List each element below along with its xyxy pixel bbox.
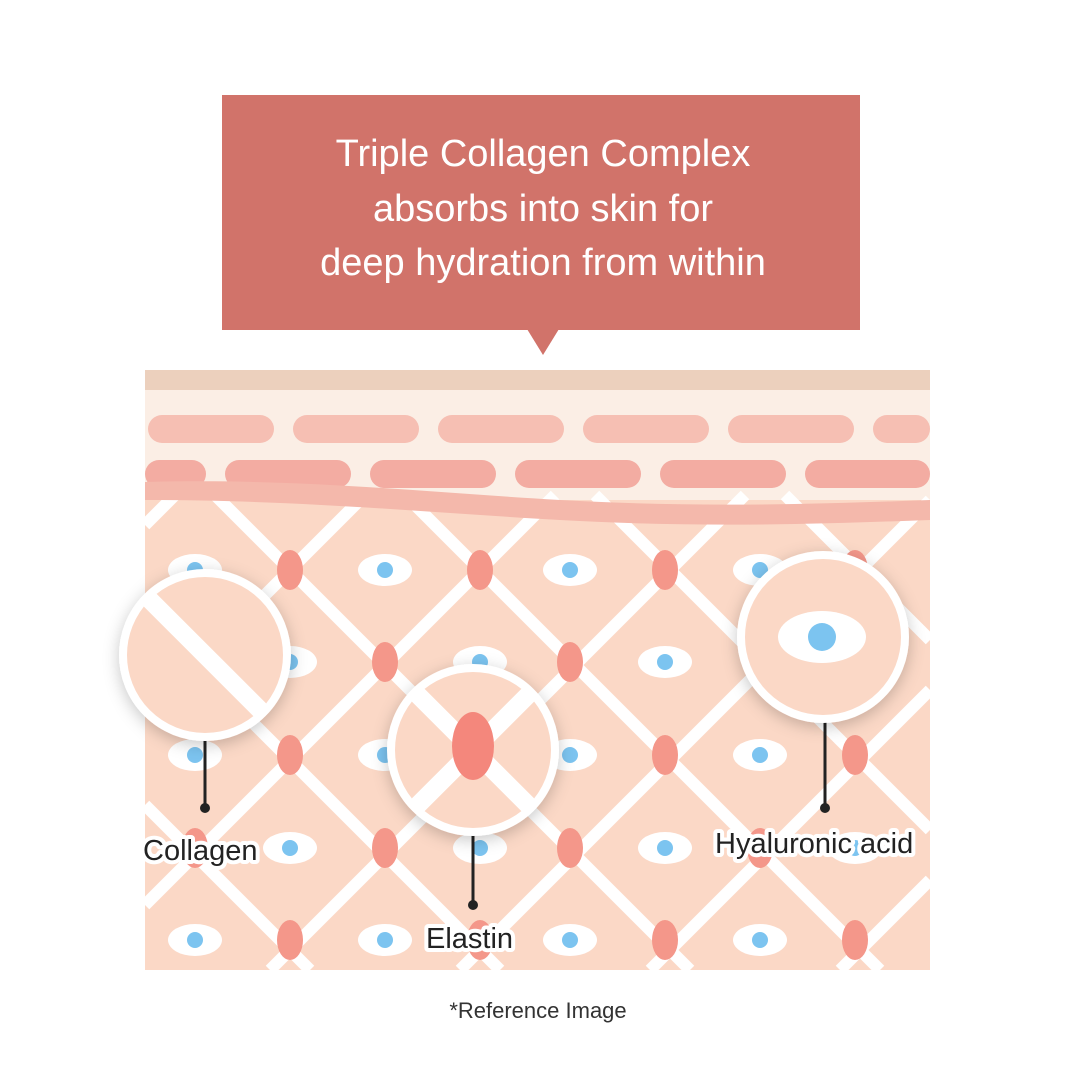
banner-line-2: absorbs into skin for [373,188,713,230]
cell-nucleus [562,932,578,948]
cell-nucleus [752,932,768,948]
elastin-node [277,920,303,960]
cell-nucleus [377,562,393,578]
elastin-node [652,735,678,775]
epidermis-cell [583,415,709,443]
pointer-dot [200,803,210,813]
cell-nucleus [187,747,203,763]
cell-nucleus [657,654,673,670]
elastin-magnifier [387,664,559,910]
cell-nucleus [187,932,203,948]
cell-nucleus [847,840,863,856]
elastin-node [557,828,583,868]
label-collagen: Collagen [143,835,257,867]
basement-membrane [145,481,930,525]
collagen-fiber [645,685,930,970]
hyaluronic-magnifier [737,551,909,813]
elastin-node [467,550,493,590]
cell-nucleus [657,840,673,856]
cell-nucleus [472,840,488,856]
label-hyaluronic-acid: Hyaluronic acid [715,828,913,860]
cell-nucleus [752,747,768,763]
elastin-node [182,828,208,868]
elastin-node [277,550,303,590]
cell-nucleus [562,562,578,578]
epidermis-cell [515,460,641,488]
pointer-dot [468,900,478,910]
elastin-node [557,642,583,682]
cell-row-lower [145,460,930,488]
label-elastin: Elastin [426,923,513,955]
epidermis-cell [225,460,351,488]
cell-nucleus [377,932,393,948]
banner-line-3: deep hydration from within [320,242,766,284]
elastin-node [372,642,398,682]
elastin-node [277,735,303,775]
cell-nucleus [562,747,578,763]
elastin-node [842,735,868,775]
epidermis-cell [145,460,206,488]
top-band [145,370,930,390]
elastin-node [467,920,493,960]
elastin-node [372,828,398,868]
epidermis-cell [873,415,930,443]
elastin-node [747,828,773,868]
footer-note: *Reference Image [449,998,626,1023]
epidermis-cell [148,415,274,443]
cell-nucleus [752,562,768,578]
elastin-node [652,920,678,960]
cell-row-upper [148,415,930,443]
banner-line-1: Triple Collagen Complex [336,133,751,175]
epidermis-cell [370,460,496,488]
epidermis-cell [293,415,419,443]
collagen-magnifier [119,569,291,813]
epidermis-cell [805,460,930,488]
epidermis-cell [660,460,786,488]
banner: Triple Collagen Complex absorbs into ski… [222,95,860,355]
pointer-dot [820,803,830,813]
cell-nucleus [282,840,298,856]
elastin-node [652,550,678,590]
elastin-node [842,920,868,960]
epidermis-cell [728,415,854,443]
epidermis-cell [438,415,564,443]
